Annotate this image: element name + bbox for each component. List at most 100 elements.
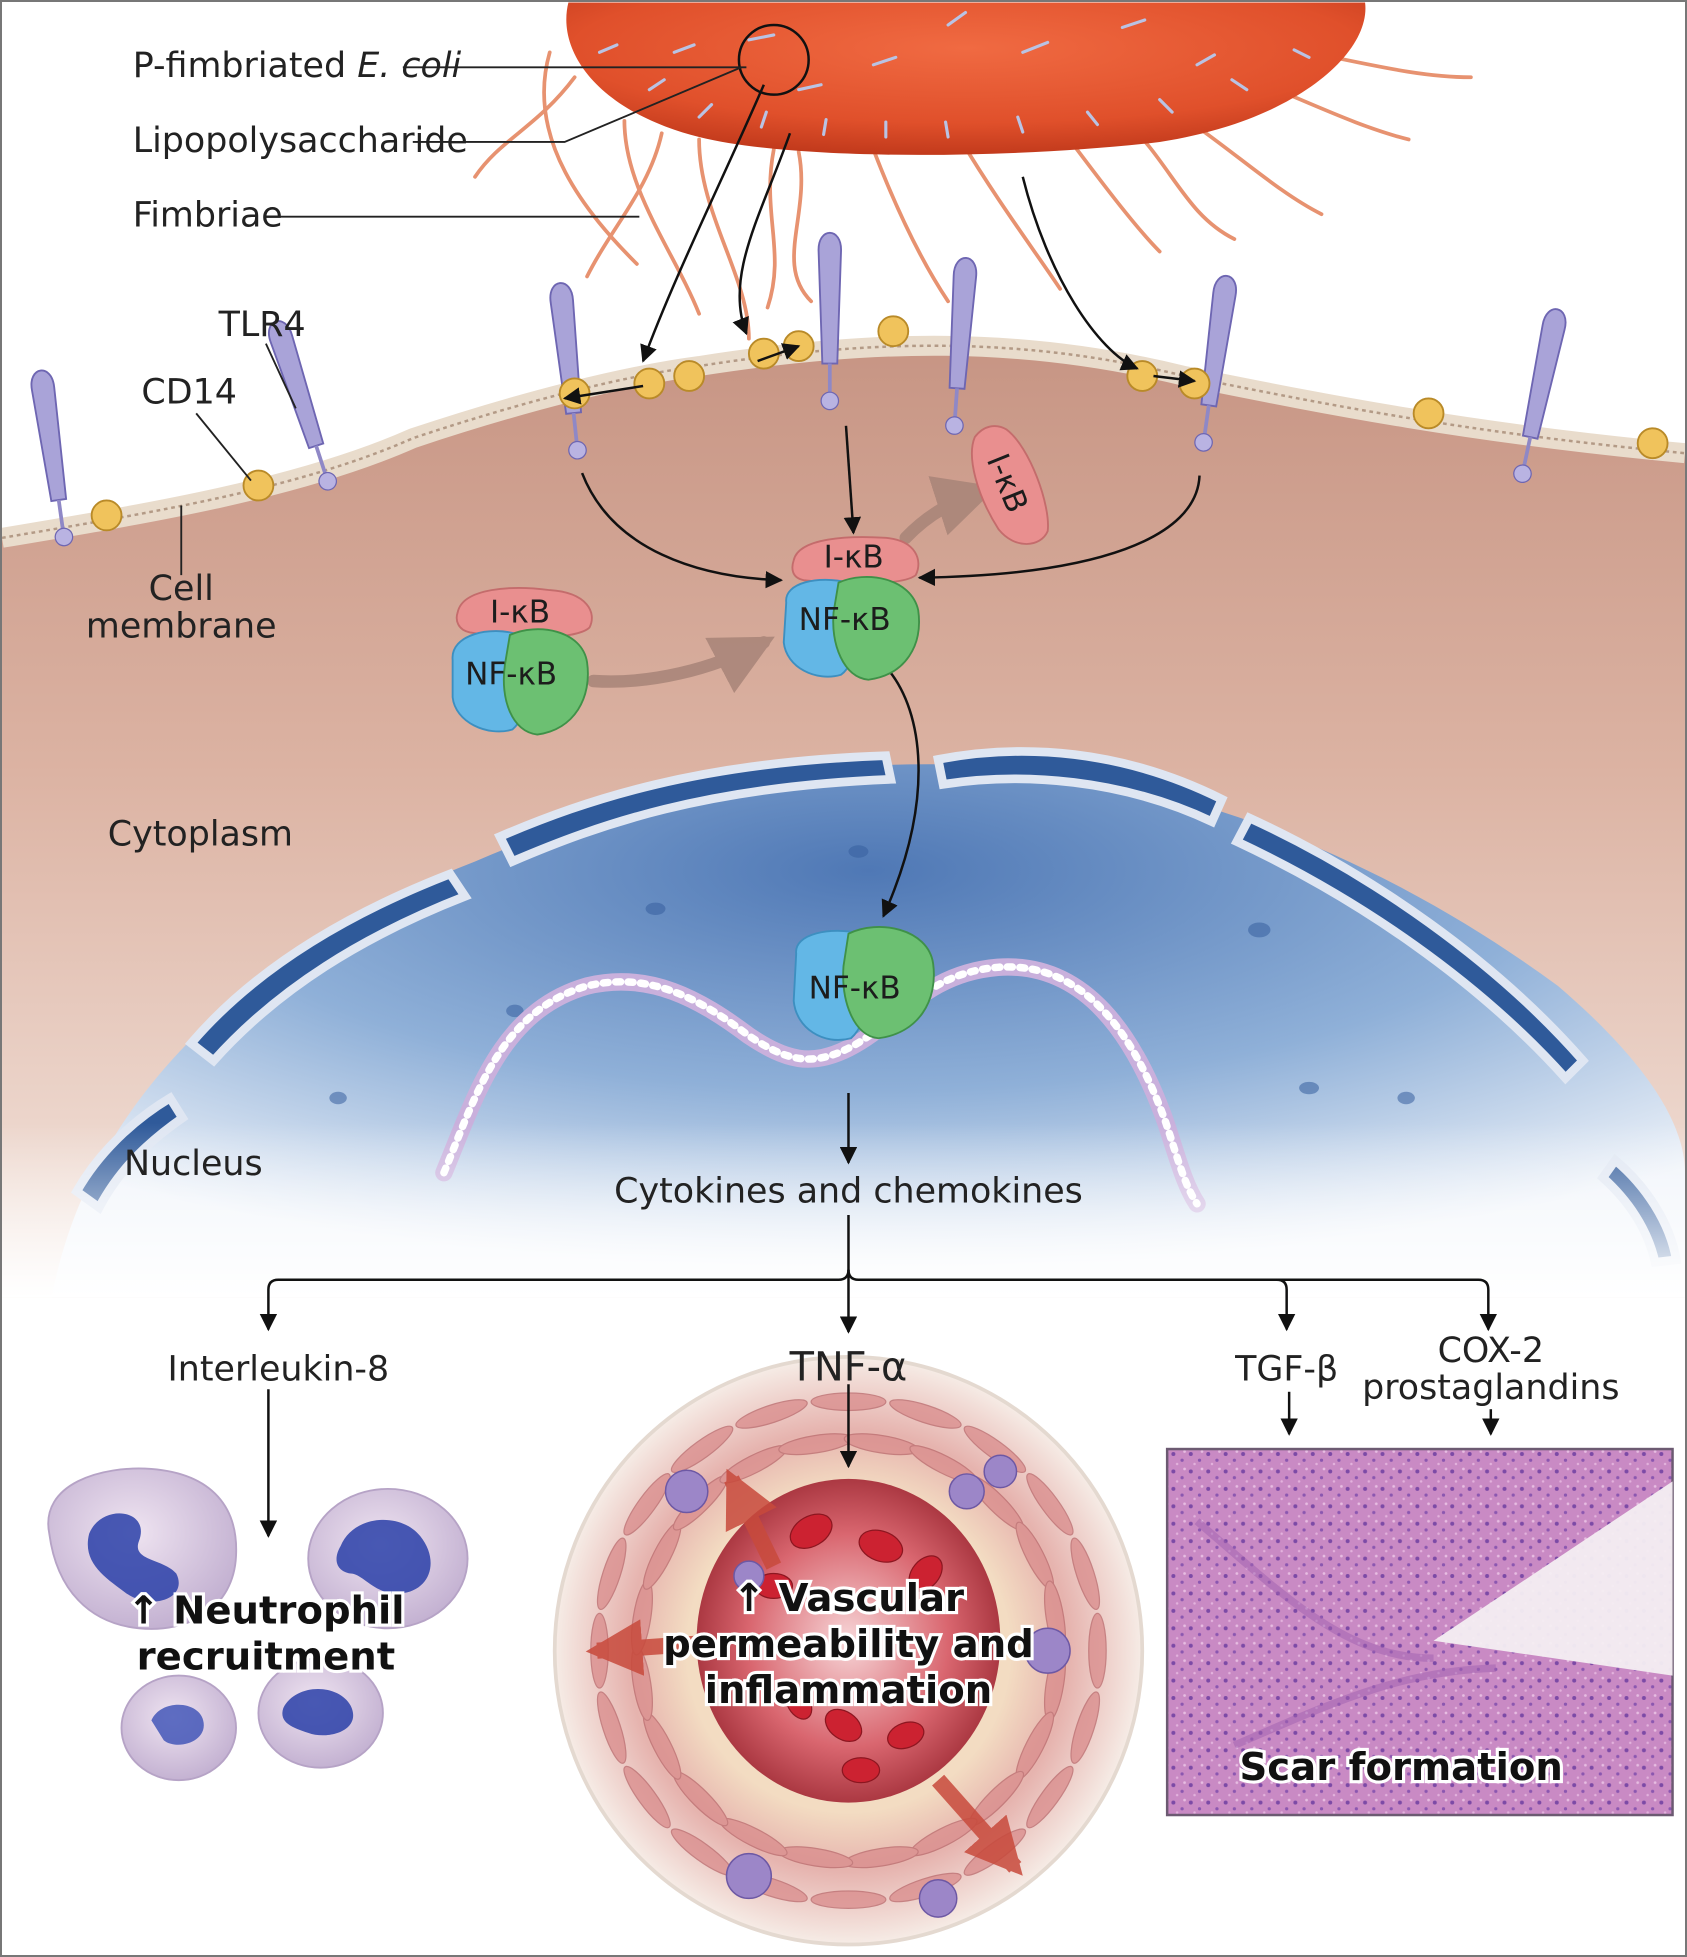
vessel-fiber: [1088, 1612, 1107, 1689]
permeability-arrows: [585, 1468, 1023, 1876]
tlr4-receptor: [945, 257, 977, 435]
nfkb-green-dna: [842, 926, 935, 1040]
arrow-lps-to-cd14-1: [640, 84, 765, 363]
cd14-receptor: [877, 315, 910, 348]
fimbriae-strands: [473, 50, 1473, 341]
tlr4-receptor: [268, 320, 338, 491]
histology-fibers: [1194, 1518, 1496, 1749]
vessel-fiber: [596, 1537, 627, 1611]
arrow-cd14-tlr4-2: [757, 343, 801, 363]
label-interleukin-8: Interleukin-8: [168, 1350, 390, 1390]
leader-tlr4: [265, 343, 297, 409]
tlr4-receptor: [1194, 274, 1237, 452]
label-scar-formation: Scar formation: [1240, 1745, 1563, 1790]
label-cytoplasm: Cytoplasm: [108, 814, 293, 854]
vessel-fiber: [735, 1399, 808, 1429]
ikb-nfkb-complex-activated: I-κB NF-κB: [782, 536, 920, 681]
red-blood-cells: [754, 1513, 943, 1784]
vessel-fiber: [1026, 1473, 1074, 1536]
arrow-lps-to-cd14-2: [732, 132, 792, 336]
cd14-receptor: [242, 469, 275, 502]
nfkb-green-activated: [832, 576, 920, 681]
neutrophil-cell-3: [120, 1674, 237, 1782]
ikb-release-arrow: [899, 476, 998, 545]
ikb-subunit-activated: [791, 536, 920, 585]
blood-vessel-panel: ↑ Vascular permeability and inflammation: [552, 1355, 1145, 1947]
scar-histology-panel: Scar formation: [1165, 1447, 1674, 1817]
label-cell-membrane-1: Cell: [149, 569, 214, 609]
signal-arrows: [562, 84, 1201, 1165]
arrow-cd14-tlr4-1: [562, 384, 644, 405]
ikb-label-free: I-κB: [490, 594, 550, 630]
nfkb-label-activated: NF-κB: [799, 602, 891, 638]
vessel-fiber: [810, 1890, 887, 1910]
tlr4-receptor: [817, 232, 842, 411]
label-fimbriae: Fimbriae: [133, 196, 283, 236]
arrow-nfkb-to-nucleus: [881, 668, 920, 918]
arrow-tlr4-to-ikb-2: [843, 425, 862, 535]
histology-scar-area: [1433, 1481, 1673, 1676]
ikb-released: I-κB: [971, 425, 1049, 545]
cd14-receptor: [90, 499, 123, 532]
branch-tgf: [847, 1269, 1296, 1332]
cd14-receptor: [1178, 367, 1211, 400]
vessel-fiber: [623, 1473, 671, 1536]
label-vascular-3: inflammation: [705, 1668, 992, 1713]
label-vascular-1: ↑ Vascular: [733, 1576, 964, 1621]
cytokine-branch-tree: [259, 1215, 1500, 1538]
bacterium-body: [566, 2, 1366, 155]
nfkb-label-dna: NF-κB: [809, 970, 901, 1006]
vessel-fiber: [1070, 1691, 1101, 1764]
label-cox2-2: prostaglandins: [1362, 1368, 1619, 1408]
cd14-receptor: [1636, 427, 1669, 460]
cd14-receptor: [558, 377, 591, 410]
dna-helix: [435, 958, 1206, 1213]
label-cell-membrane-2: membrane: [86, 606, 277, 646]
vessel-fiber: [1026, 1765, 1074, 1829]
ikb-released-shape: [971, 425, 1049, 545]
leader-cd14: [195, 412, 252, 482]
label-neutrophil-1: ↑ Neutrophil: [127, 1588, 404, 1633]
branch-cox: [1276, 1278, 1498, 1332]
lps-strands: [597, 10, 1311, 139]
vessel-fiber: [670, 1425, 734, 1473]
label-nucleus: Nucleus: [124, 1144, 263, 1184]
arrow-cd14-tlr4-3: [1153, 370, 1197, 388]
neutrophil-panel: ↑ Neutrophil recruitment: [47, 1467, 469, 1782]
neutrophil-cell-1: [47, 1467, 238, 1630]
cd14-receptor: [673, 360, 706, 392]
label-cd14: CD14: [141, 372, 237, 412]
label-cytokines: Cytokines and chemokines: [614, 1172, 1083, 1212]
arrow-tlr4-to-ikb-1: [580, 472, 784, 589]
arrow-tlr4-to-ikb-3: [917, 475, 1201, 587]
vessel-fiber: [623, 1765, 671, 1829]
vessel-fiber: [1070, 1537, 1101, 1611]
tlr4-receptor: [1513, 308, 1567, 484]
ikb-subunit: [455, 587, 593, 639]
nfkb-translocation-arrow: [587, 636, 775, 694]
cd14-receptor: [747, 337, 780, 370]
nfkb-label-free: NF-κB: [465, 657, 557, 693]
bacterium-labels: P-fimbriated E. coli Lipopolysaccharide …: [133, 46, 747, 236]
label-cox2-1: COX-2: [1438, 1331, 1544, 1371]
cell-membrane-texture: [2, 344, 1685, 540]
bacterium-illustration: [473, 2, 1473, 341]
neutrophil-cell-2: [307, 1487, 469, 1630]
cell-labels: TLR4 CD14 Cell membrane Cytoplasm Nucleu…: [86, 305, 306, 1184]
label-lipopolysaccharide: Lipopolysaccharide: [133, 121, 468, 161]
ikb-nfkb-complex-free: I-κB NF-κB: [451, 587, 593, 736]
nfkb-bound-dna: NF-κB: [792, 926, 935, 1041]
nfkb-green-subunit: [502, 628, 589, 736]
label-tnf-alpha: TNF-α: [789, 1345, 908, 1391]
leader-lipopolysaccharide: [412, 66, 742, 143]
lps-highlight-circle: [737, 23, 810, 96]
cd14-receptor: [633, 367, 666, 400]
vessel-smooth-muscle: [590, 1392, 1107, 1910]
label-bacterium: P-fimbriated E. coli: [133, 46, 462, 86]
leukocytes: [664, 1454, 1071, 1918]
label-neutrophil-2: recruitment: [137, 1634, 395, 1679]
vessel-fiber: [889, 1399, 962, 1429]
label-vascular-2: permeability and: [663, 1622, 1034, 1667]
